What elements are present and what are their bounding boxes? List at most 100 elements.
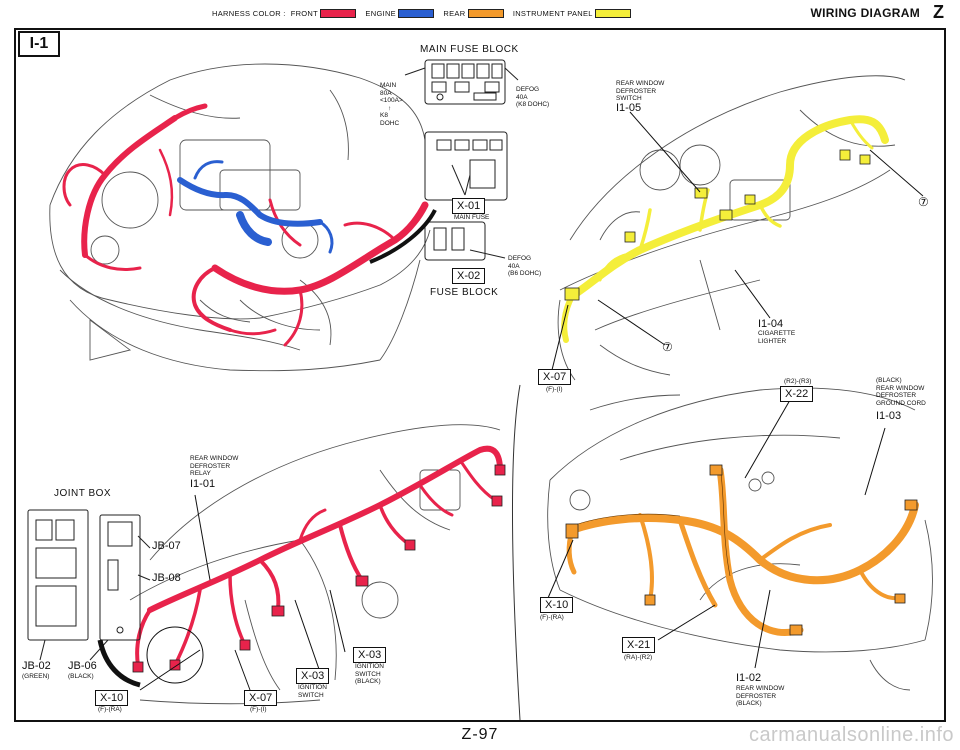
- cabin-x07-sub: (F)-(I): [250, 706, 267, 713]
- cabin-x07-code: X-07: [244, 690, 278, 706]
- cabin-connectors: [132, 464, 506, 673]
- main-fuse-main-line-3: <100A>: [380, 97, 403, 104]
- main-fuse-caption: MAIN FUSE: [454, 214, 490, 221]
- rear-window-switch-line-2: DEFROSTER: [616, 87, 657, 95]
- legend-item-rear: REAR: [443, 9, 507, 18]
- legend-label-engine: ENGINE: [365, 9, 396, 18]
- relay-label: REAR WINDOW DEFROSTER RELAY: [190, 455, 238, 478]
- relay-line-2: DEFROSTER: [190, 462, 231, 470]
- legend-item-instrument-panel: INSTRUMENT PANEL: [513, 9, 635, 18]
- engine-bay-illustration: [49, 63, 431, 372]
- rear-harness: [566, 466, 919, 637]
- cigarette-lighter-line-2: LIGHTER: [758, 337, 787, 345]
- defroster-label: REAR WINDOW DEFROSTER (BLACK): [736, 685, 784, 708]
- fuse-block-code: X-02: [452, 268, 486, 284]
- rear-connectors: [565, 464, 918, 636]
- ground-marker-right: ⑦: [918, 195, 929, 209]
- rear-body-illustration: [547, 387, 933, 691]
- main-fuse-main-line-1: MAIN: [380, 82, 397, 89]
- legend-item-front: FRONT: [291, 9, 361, 18]
- cigarette-lighter-label: CIGARETTE LIGHTER: [758, 330, 795, 345]
- ignition-switch-a-code: X-03: [296, 668, 330, 684]
- ground-cord-line-2: REAR WINDOW: [876, 384, 925, 392]
- fuse-block-defog-line-3: (B6 DOHC): [508, 270, 542, 277]
- main-fuse-defog-line-1: DEFOG: [516, 86, 540, 93]
- cabin-black-cable: [97, 639, 141, 688]
- quadrant-divider: [511, 384, 521, 721]
- legend-label-front: FRONT: [290, 9, 319, 18]
- rear-connector-left-sub: (F)-(RA): [540, 614, 564, 621]
- rear-window-switch-line-1: REAR WINDOW: [616, 80, 665, 87]
- fuse-block-title: FUSE BLOCK: [430, 287, 499, 298]
- diagram-frame: [14, 28, 946, 722]
- ignition-switch-b-line-3: (BLACK): [355, 678, 381, 685]
- main-fuse-code: X-01: [452, 198, 486, 214]
- defroster-line-1: REAR WINDOW: [736, 685, 785, 692]
- rear-connector-bottom-code: X-21: [622, 637, 656, 653]
- page-id-box: I-1: [18, 31, 60, 57]
- defroster-line-3: (BLACK): [736, 700, 762, 707]
- rear-connector-top: X-22: [780, 386, 814, 402]
- legend-item-engine: ENGINE: [365, 9, 438, 18]
- jb07-label: JB-07: [152, 540, 181, 552]
- relay-line-1: REAR WINDOW: [190, 455, 239, 462]
- ground-cord-label: (BLACK) REAR WINDOW DEFROSTER GROUND COR…: [876, 377, 926, 407]
- ignition-switch-b-line-2: SWITCH: [355, 670, 381, 678]
- defroster-line-2: DEFROSTER: [736, 692, 777, 700]
- main-fuse-main-line-6: DOHC: [380, 119, 400, 127]
- fuse-block-defog-label: DEFOG 40A (B6 DOHC): [508, 255, 541, 278]
- rear-r-label: (R2)-(R3): [784, 378, 812, 385]
- page-number: Z-97: [461, 726, 499, 743]
- rear-window-switch-label: REAR WINDOW DEFROSTER SWITCH: [616, 80, 664, 103]
- ignition-switch-a-label: IGNITION SWITCH: [298, 684, 327, 699]
- joint-box: [27, 509, 151, 661]
- engine-harness: [177, 160, 334, 254]
- ignition-switch-b-label: IGNITION SWITCH (BLACK): [355, 663, 384, 686]
- instrument-panel-leaders: [551, 111, 924, 371]
- rear-connector-bottom-sub: (RA)-(R2): [624, 654, 653, 661]
- main-fuse-defog-line-3: (K8 DOHC): [516, 101, 550, 108]
- main-fuse-main-label: MAIN 80A <100A> ↑ K8 DOHC: [380, 82, 403, 127]
- rear-harness-outline: [571, 465, 731, 577]
- defroster-code: I1-02: [736, 672, 762, 684]
- jb08-label: JB-08: [152, 572, 181, 584]
- instrument-connector-sub: (F)-(I): [546, 386, 563, 393]
- jb06-color: (BLACK): [68, 673, 94, 680]
- engine-hose: [369, 209, 437, 264]
- relay-code: I1-01: [190, 478, 216, 490]
- jb06-code: JB-06: [68, 660, 97, 672]
- main-fuse-main-line-4: ↑: [388, 104, 392, 112]
- relay-line-3: RELAY: [190, 470, 211, 477]
- main-fuse-defog-label: DEFOG 40A (K8 DOHC): [516, 86, 549, 109]
- ground-cord-code: I1-03: [876, 410, 902, 422]
- cabin-x10-code: X-10: [95, 690, 129, 706]
- main-fuse-main-line-2: 80A: [380, 89, 392, 97]
- jb02-color: (GREEN): [22, 673, 50, 680]
- legend-title: HARNESS COLOR :: [212, 9, 286, 18]
- rear-window-switch-line-3: SWITCH: [616, 95, 642, 102]
- main-fuse-block: [404, 59, 519, 261]
- legend-swatch-rear: [467, 9, 504, 18]
- ignition-switch-a-line-1: IGNITION: [298, 684, 327, 691]
- ground-cord-line-1: (BLACK): [876, 377, 902, 384]
- legend-swatch-front: [320, 9, 357, 18]
- cigarette-lighter-code: I1-04: [758, 318, 784, 330]
- page-title: WIRING DIAGRAM: [810, 6, 920, 20]
- harness-color-legend: HARNESS COLOR : FRONT ENGINE REAR INSTRU…: [212, 9, 635, 18]
- section-letter: Z: [933, 2, 944, 22]
- ignition-switch-b-line-1: IGNITION: [355, 663, 384, 670]
- fuse-block-defog-line-2: 40A: [508, 262, 520, 270]
- jb02-code: JB-02: [22, 660, 51, 672]
- ground-marker-left: ⑦: [662, 340, 673, 354]
- watermark: carmanualsonline.info: [748, 724, 954, 746]
- cabin-illustration: [129, 424, 501, 705]
- instrument-connector-code: X-07: [538, 369, 572, 385]
- legend-swatch-instrument-panel: [595, 9, 632, 18]
- joint-box-title: JOINT BOX: [54, 488, 112, 499]
- fuse-block-defog-line-1: DEFOG: [508, 255, 532, 262]
- ground-cord-line-3: DEFROSTER: [876, 392, 917, 399]
- rear-connector-left-code: X-10: [540, 597, 574, 613]
- legend-swatch-engine: [398, 9, 435, 18]
- cabin-x10-sub: (F)-(RA): [98, 706, 122, 713]
